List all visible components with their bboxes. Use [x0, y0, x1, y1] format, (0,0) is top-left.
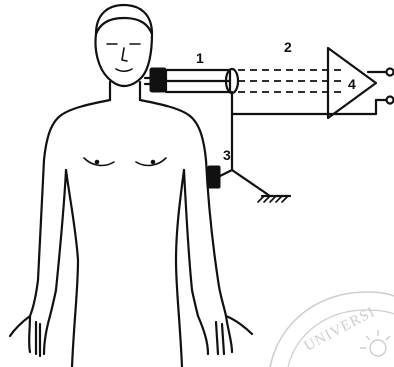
torso-left [66, 170, 78, 367]
mouth [116, 69, 132, 71]
left-hand [10, 316, 50, 356]
electrode-block [150, 68, 166, 92]
earth-ground-icon [258, 196, 290, 202]
left-shoulder [44, 100, 110, 160]
label-amplifier: 4 [348, 76, 356, 92]
ground-lead [220, 114, 232, 176]
ground-electrode [208, 166, 220, 188]
ground-connection [232, 170, 270, 196]
label-electrode: 1 [196, 50, 204, 66]
hair [96, 5, 152, 34]
output-terminal-lower [387, 97, 394, 104]
university-seal-watermark: UNIVERSI [270, 292, 394, 367]
signal-cables [238, 70, 342, 92]
nose [122, 48, 127, 61]
right-shoulder [140, 100, 206, 160]
amplifier [328, 48, 394, 118]
label-cable: 2 [284, 39, 292, 55]
right-nipple [151, 160, 155, 164]
face-electrode [145, 68, 230, 92]
output-terminal-upper [387, 69, 394, 76]
left-arm [30, 160, 44, 316]
label-ground-electrode: 3 [223, 147, 231, 163]
right-hand [198, 316, 252, 354]
torso-right [176, 170, 184, 367]
left-nipple [95, 160, 99, 164]
reference-line [232, 92, 376, 114]
watermark-text: UNIVERSI [302, 304, 378, 355]
